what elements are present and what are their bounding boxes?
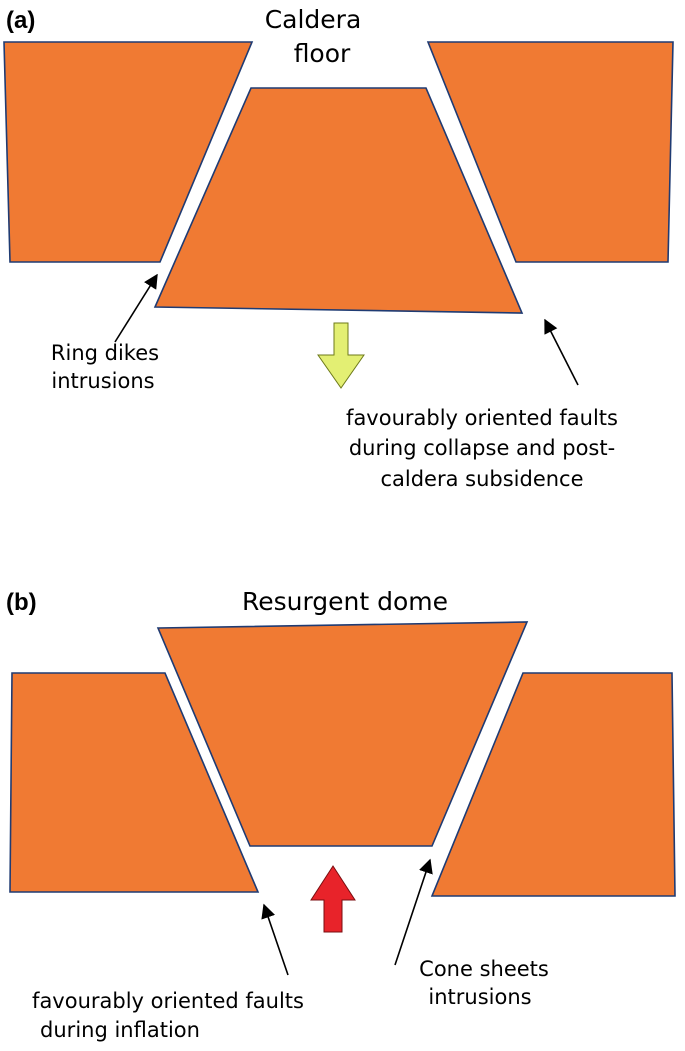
- panel-b-right-block: [430, 672, 676, 897]
- panel-b-title: Resurgent dome: [242, 587, 448, 616]
- panel-a: (a) Caldera floor Ring dikes intrusions …: [3, 5, 674, 491]
- panel-b-left-block: [9, 672, 260, 893]
- inflation-faults-label-line2: during inflation: [40, 1018, 200, 1042]
- panel-b-label: (b): [6, 589, 37, 616]
- inflation-arrow: [310, 865, 356, 933]
- cone-sheets-label-line2: intrusions: [428, 985, 531, 1009]
- ring-dikes-label-line2: intrusions: [51, 369, 154, 393]
- inflation-faults-pointer: [261, 903, 289, 976]
- panel-a-label: (a): [6, 7, 35, 34]
- panel-b: (b) Resurgent dome favourably oriented f…: [6, 587, 676, 1042]
- ring-dikes-pointer: [114, 273, 158, 343]
- cone-sheets-pointer: [394, 858, 433, 966]
- panel-a-left-block: [3, 41, 254, 263]
- panel-a-right-block: [426, 41, 674, 263]
- cone-sheets-label-line1: Cone sheets: [419, 957, 549, 981]
- panel-a-title-line2: floor: [294, 39, 351, 68]
- collapse-faults-label-line3: caldera subsidence: [380, 467, 583, 491]
- panel-a-central-block: [153, 87, 524, 314]
- panel-a-title-line1: Caldera: [265, 5, 362, 34]
- collapse-faults-label-line1: favourably oriented faults: [346, 406, 618, 430]
- inflation-faults-label-line1: favourably oriented faults: [32, 989, 304, 1013]
- subsidence-arrow: [317, 322, 365, 389]
- collapse-faults-label-line2: during collapse and post-: [349, 436, 615, 460]
- collapse-faults-pointer: [544, 318, 579, 386]
- panel-b-central-block: [156, 621, 529, 847]
- ring-dikes-label-line1: Ring dikes: [51, 341, 159, 365]
